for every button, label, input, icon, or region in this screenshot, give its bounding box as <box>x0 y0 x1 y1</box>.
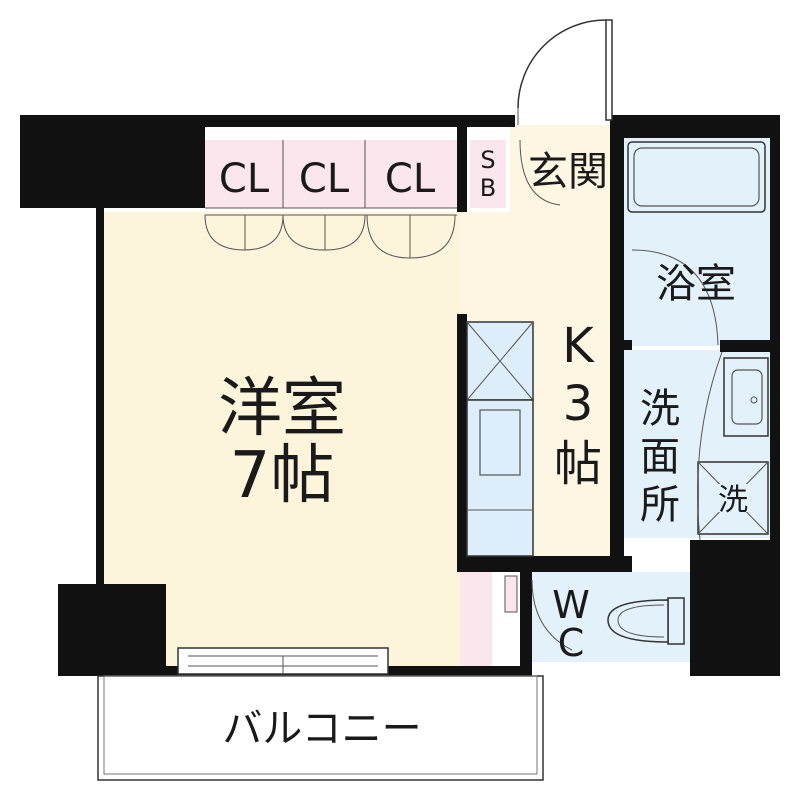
kitchen-unit: 帖 <box>554 436 602 492</box>
shoebox-label-b: B <box>480 174 496 202</box>
western-room-size: 7帖 <box>230 439 335 513</box>
walls <box>20 115 780 676</box>
toilet-label-c: C <box>558 621 585 665</box>
entrance-floor <box>510 125 610 212</box>
toilet-door-swing <box>504 575 573 651</box>
kitchen-fixtures <box>466 321 534 557</box>
closet-partitions <box>204 140 457 259</box>
entrance-door <box>517 19 613 206</box>
bathroom-label: 浴室 <box>656 261 736 307</box>
washroom-label-1: 洗 <box>640 386 680 432</box>
shoebox-floor <box>470 140 506 208</box>
corridor-closet-floor <box>460 572 492 667</box>
washer-label: 洗 <box>718 483 748 518</box>
washroom-label-2: 面 <box>640 434 680 480</box>
toilet-label-w: W <box>552 583 590 627</box>
kitchen-letter: K <box>562 318 595 374</box>
western-room-name: 洋室 <box>218 372 346 446</box>
bathroom-door-swing <box>631 249 719 346</box>
balcony-window <box>177 647 389 675</box>
washroom-label-3: 所 <box>640 482 680 528</box>
washbasin <box>723 357 769 437</box>
closet-floor <box>205 140 457 208</box>
toilet <box>607 597 685 645</box>
closet-label-1: CL <box>219 156 270 202</box>
washroom-door-swing <box>697 351 723 541</box>
western-room-floor-left <box>100 212 164 584</box>
closet-label-2: CL <box>299 156 350 202</box>
balcony-label: バルコニー <box>222 706 421 752</box>
balcony <box>97 675 544 781</box>
western-room-floor <box>162 212 460 667</box>
bathtub <box>627 141 766 213</box>
kitchen-number: 3 <box>563 376 594 432</box>
closet-label-3: CL <box>385 156 436 202</box>
shoebox-label-s: S <box>480 146 495 174</box>
washer-pan <box>697 461 769 535</box>
entrance-label: 玄関 <box>528 149 608 195</box>
